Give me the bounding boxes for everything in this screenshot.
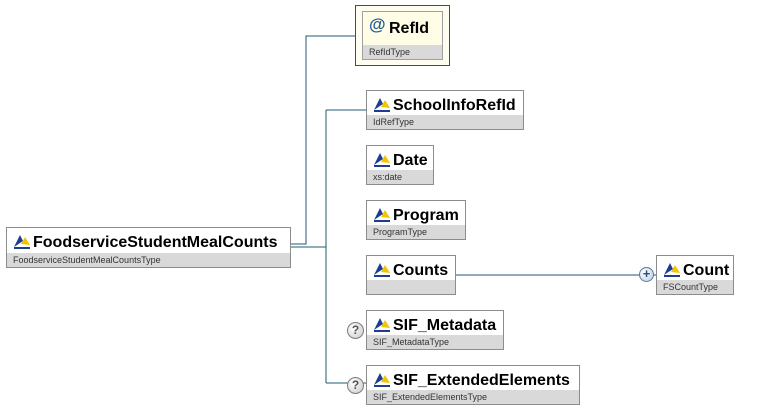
element-type: ProgramType <box>367 225 465 239</box>
element-sif-extendedelements-node[interactable]: SIF_ExtendedElements SIF_ExtendedElement… <box>366 365 580 405</box>
element-type: xs:date <box>367 170 433 184</box>
root-element-name: FoodserviceStudentMealCounts <box>33 234 278 251</box>
element-type: IdRefType <box>367 115 523 129</box>
element-count-node[interactable]: Count FSCountType <box>656 255 734 295</box>
element-icon <box>374 318 390 332</box>
root-element-type: FoodserviceStudentMealCountsType <box>7 253 290 267</box>
attribute-name: RefId <box>389 20 429 37</box>
element-icon <box>374 373 390 387</box>
attribute-group: @ RefId RefIdType <box>355 5 450 66</box>
element-icon <box>374 98 390 112</box>
element-schoolinforefid-node[interactable]: SchoolInfoRefId IdRefType <box>366 90 524 130</box>
element-name: SchoolInfoRefId <box>393 97 516 114</box>
element-icon <box>664 263 680 277</box>
element-icon <box>374 153 390 167</box>
element-type: SIF_MetadataType <box>367 335 503 349</box>
element-counts-node[interactable]: Counts <box>366 255 456 295</box>
element-icon <box>14 235 30 249</box>
attribute-icon: @ <box>369 15 386 34</box>
element-type: SIF_ExtendedElementsType <box>367 390 579 404</box>
element-date-node[interactable]: Date xs:date <box>366 145 434 185</box>
attribute-refid-node[interactable]: @ RefId RefIdType <box>362 11 443 60</box>
root-element-node[interactable]: FoodserviceStudentMealCounts Foodservice… <box>6 227 291 268</box>
element-type <box>367 280 455 294</box>
element-name: SIF_Metadata <box>393 317 497 334</box>
element-type: FSCountType <box>657 280 733 294</box>
element-name: SIF_ExtendedElements <box>393 372 570 389</box>
element-program-node[interactable]: Program ProgramType <box>366 200 466 240</box>
element-icon <box>374 208 390 222</box>
element-icon <box>374 263 390 277</box>
element-sif-metadata-node[interactable]: SIF_Metadata SIF_MetadataType <box>366 310 504 350</box>
element-name: Date <box>393 152 428 169</box>
connector-root-attribute <box>291 35 357 245</box>
optional-question-icon: ? <box>347 377 364 394</box>
element-name: Program <box>393 207 459 224</box>
optional-question-icon: ? <box>347 322 364 339</box>
expand-plus-icon[interactable]: + <box>639 267 654 282</box>
element-name: Count <box>683 262 730 279</box>
element-name: Counts <box>393 262 449 279</box>
attribute-type: RefIdType <box>363 45 442 59</box>
